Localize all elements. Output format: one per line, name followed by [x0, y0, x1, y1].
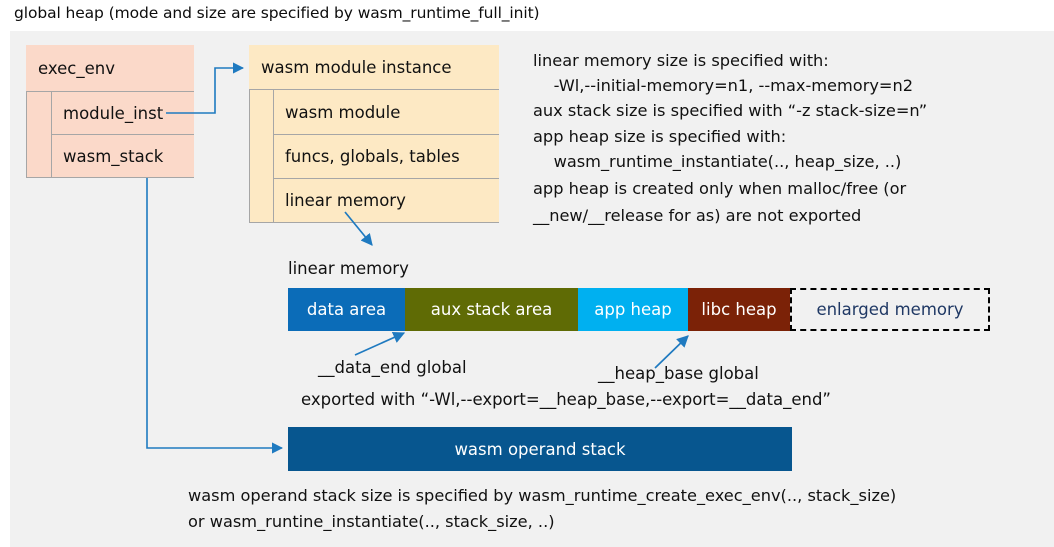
- caption-line-2: or wasm_runtine_instantiate(.., stack_si…: [188, 512, 555, 531]
- segment-label: enlarged memory: [816, 300, 964, 319]
- caption-line-1: wasm operand stack size is specified by …: [188, 486, 897, 505]
- notes-line-5: wasm_runtime_instantiate(.., heap_size, …: [533, 152, 902, 171]
- segment-libc-heap: libc heap: [688, 288, 790, 331]
- annotation-exported-with: exported with “-Wl,--export=__heap_base,…: [301, 390, 831, 409]
- wasm-module-instance-row-label: linear memory: [285, 191, 406, 210]
- exec-env-row-label: wasm_stack: [63, 146, 164, 166]
- segment-label: data area: [306, 300, 387, 319]
- segment-data-area: data area: [288, 288, 405, 331]
- exec-env-header: exec_env: [26, 45, 194, 92]
- wasm-module-instance-row-label: wasm module: [285, 102, 401, 122]
- wasm-module-instance-header: wasm module instance: [249, 45, 499, 90]
- linear-memory-bar-label: linear memory: [288, 259, 409, 278]
- exec-env-header-label: exec_env: [38, 58, 115, 78]
- annotation-heap-base: __heap_base global: [598, 364, 759, 383]
- linear-memory-bar: data area aux stack area app heap libc h…: [288, 288, 990, 331]
- annotation-data-end: __data_end global: [318, 358, 467, 377]
- notes-line-4: app heap size is specified with:: [533, 127, 787, 146]
- wasm-module-instance-row-label: funcs, globals, tables: [285, 147, 460, 166]
- wasm-module-instance-row-funcs-globals-tables: funcs, globals, tables: [274, 135, 499, 179]
- wasm-module-instance-row-wasm-module: wasm module: [274, 90, 499, 135]
- page-title: global heap (mode and size are specified…: [14, 4, 540, 22]
- wasm-module-instance-gutter: [249, 90, 274, 222]
- segment-app-heap: app heap: [578, 288, 688, 331]
- notes-line-7: __new/__release for as) are not exported: [533, 206, 862, 225]
- exec-env-row-wasm-stack: wasm_stack: [52, 135, 194, 177]
- segment-label: libc heap: [701, 300, 777, 319]
- exec-env-row-label: module_inst: [63, 103, 164, 123]
- notes-line-3: aux stack size is specified with “-z sta…: [533, 101, 928, 120]
- notes-line-2: -Wl,--initial-memory=n1, --max-memory=n2: [533, 76, 914, 95]
- wasm-module-instance-header-label: wasm module instance: [261, 57, 452, 77]
- wasm-operand-stack-label: wasm operand stack: [454, 439, 626, 459]
- notes-line-1: linear memory size is specified with:: [533, 51, 829, 70]
- segment-aux-stack-area: aux stack area: [405, 288, 578, 331]
- segment-label: aux stack area: [430, 300, 553, 319]
- wasm-operand-stack-box: wasm operand stack: [288, 427, 792, 471]
- segment-enlarged-memory: enlarged memory: [790, 288, 990, 331]
- exec-env-row-module-inst: module_inst: [52, 92, 194, 135]
- segment-label: app heap: [594, 300, 672, 319]
- wasm-module-instance-row-linear-memory: linear memory: [274, 179, 499, 222]
- exec-env-gutter: [26, 92, 52, 177]
- notes-line-6: app heap is created only when malloc/fre…: [533, 179, 907, 198]
